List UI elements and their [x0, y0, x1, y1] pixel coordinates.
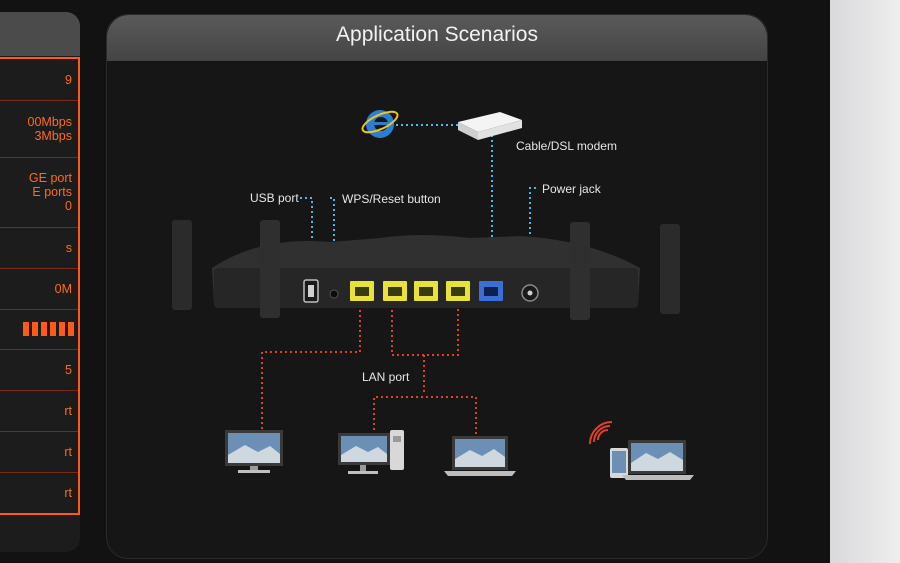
panel-header: Application Scenarios	[107, 15, 767, 61]
spec-row: rt	[0, 472, 78, 513]
spec-row: 0M	[0, 268, 78, 310]
signal-bar	[23, 322, 29, 336]
spec-row-text: s	[65, 240, 72, 255]
spec-row-text: 0M	[54, 281, 72, 296]
wps-wire	[330, 197, 335, 288]
spec-row-text: 5	[65, 362, 72, 377]
spec-panel	[0, 12, 80, 552]
desktop-computer-icon	[338, 430, 404, 474]
monitor-icon	[225, 430, 283, 473]
modem-icon	[458, 112, 522, 140]
spec-row: s	[0, 227, 78, 269]
panel-title: Application Scenarios	[336, 23, 538, 46]
spec-row: 9	[0, 59, 78, 101]
spec-row-text: E ports	[32, 185, 72, 199]
signal-bars-icon	[23, 322, 74, 336]
background-wall	[830, 0, 900, 563]
usb-port-label: USB port	[250, 191, 299, 205]
lan-port-label: LAN port	[362, 370, 410, 384]
spec-row-text: 3Mbps	[34, 128, 72, 143]
router	[172, 220, 680, 320]
lan-group-wire	[391, 305, 459, 356]
spec-row-text: rt	[64, 485, 72, 500]
spec-row-text: 0	[65, 199, 72, 213]
cable-dsl-modem-label: Cable/DSL modem	[516, 139, 617, 153]
signal-bar	[50, 322, 56, 336]
lan1-wire	[261, 305, 361, 430]
power-wire	[529, 187, 536, 290]
spec-row-text: rt	[64, 444, 72, 459]
lan-desktop-wire	[373, 396, 477, 437]
spec-row	[0, 309, 78, 350]
spec-row: rt	[0, 431, 78, 473]
signal-bar	[41, 322, 47, 336]
laptop-icon	[444, 436, 516, 476]
wps-reset-button-label: WPS/Reset button	[342, 192, 441, 206]
spec-row: 5	[0, 349, 78, 391]
spec-row-text: 00Mbps	[27, 114, 72, 129]
signal-bar	[68, 322, 74, 336]
spec-row-text: rt	[64, 403, 72, 418]
internet-explorer-icon	[361, 110, 399, 138]
signal-bar	[32, 322, 38, 336]
wireless-devices-icon	[589, 421, 694, 480]
usb-wire	[300, 197, 313, 282]
spec-row: rt	[0, 390, 78, 432]
spec-panel-header	[0, 12, 80, 56]
spec-row-text: GE port	[28, 171, 72, 185]
signal-bar	[59, 322, 65, 336]
power-jack-label: Power jack	[542, 182, 601, 196]
spec-row-text: 9	[65, 72, 72, 87]
